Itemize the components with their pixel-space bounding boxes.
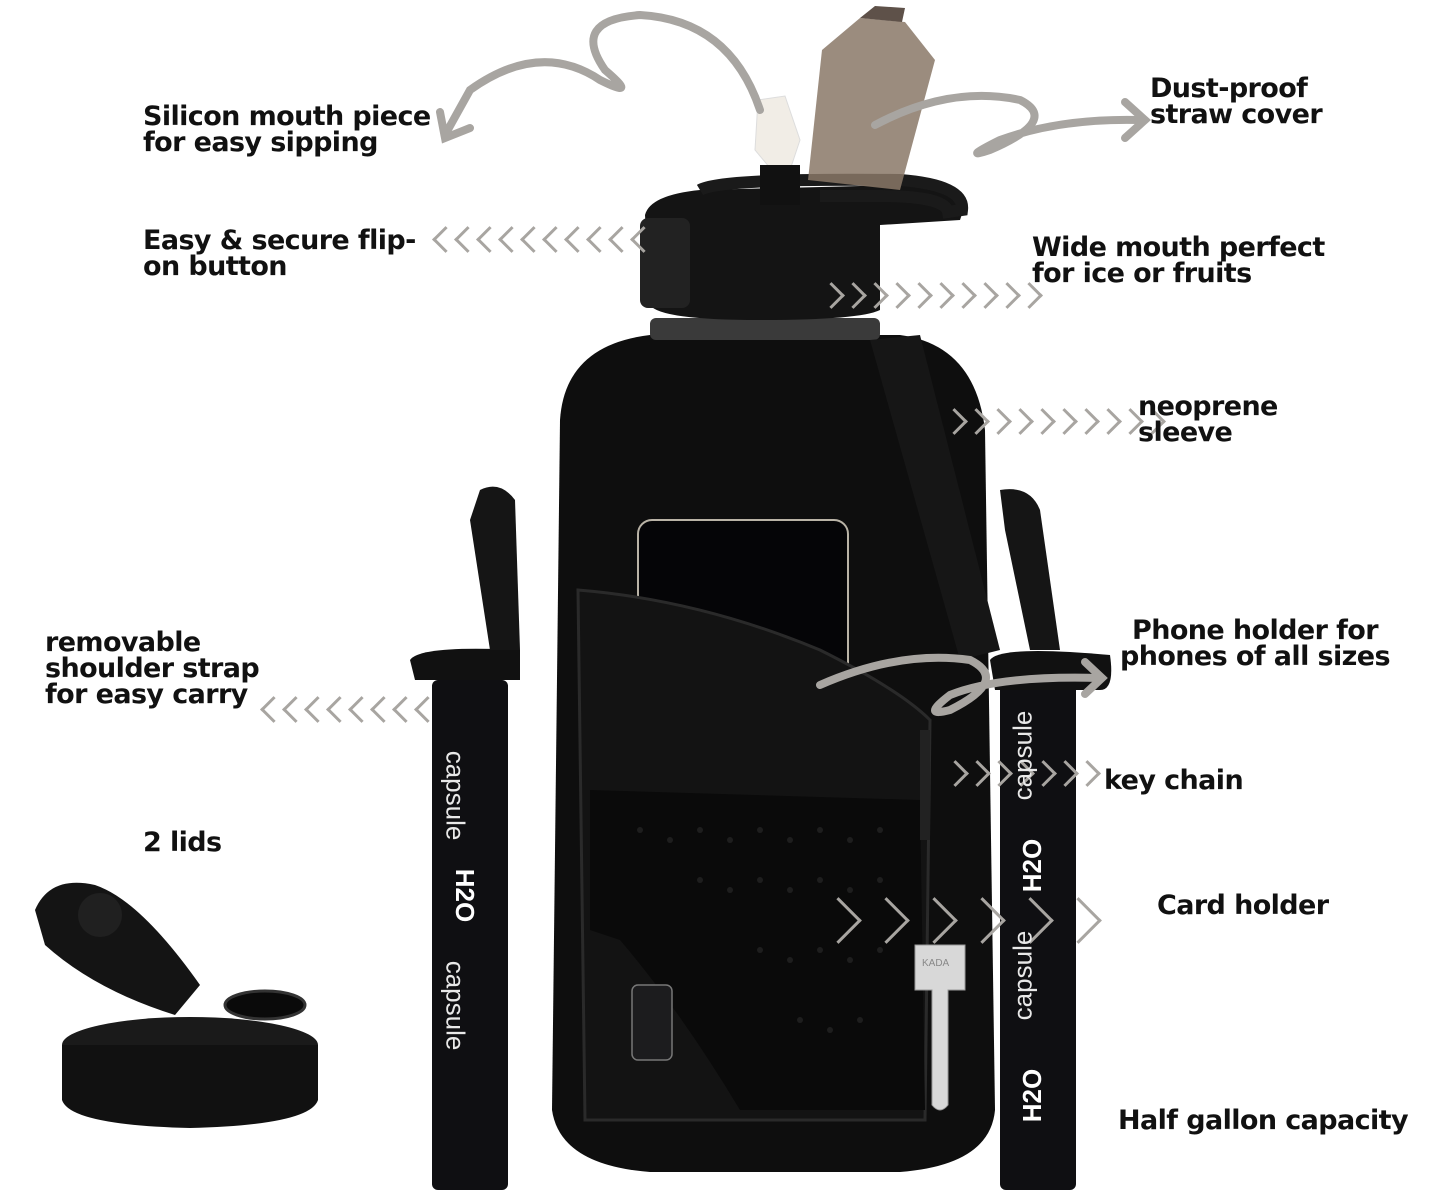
strap-left-brand: capsule H2O capsule	[440, 700, 500, 1170]
strap-chevrons	[256, 696, 432, 724]
callout-text: Half gallon capacity	[1118, 1105, 1409, 1136]
lid-base	[645, 185, 965, 320]
callout-text: phones of all sizes	[1120, 641, 1391, 672]
straw-cover-arrow	[871, 91, 1144, 158]
callout-text: Dust-proof	[1150, 73, 1308, 104]
callout-lids: 2 lids	[143, 827, 222, 858]
strap-text: capsule	[440, 960, 471, 1051]
callout-text: sleeve	[1138, 417, 1233, 448]
strap-left	[432, 680, 508, 1190]
neck-ring	[650, 318, 880, 340]
strap-text: capsule	[1007, 710, 1038, 801]
callout-text: Wide mouth perfect	[1032, 232, 1325, 263]
callout-text: for ice or fruits	[1032, 258, 1252, 289]
callout-text: neoprene	[1138, 391, 1278, 422]
straw-cover	[808, 18, 935, 190]
callout-mouthpiece: Silicon mouth piece for easy sipping	[143, 101, 431, 158]
callout-phone-holder: Phone holder for phones of all sizes	[1120, 615, 1391, 672]
callout-text: 2 lids	[143, 827, 222, 858]
mouthpiece-arrow	[441, 10, 764, 139]
callout-wide-mouth: Wide mouth perfect for ice or fruits	[1032, 232, 1325, 289]
callout-text: on button	[143, 251, 288, 282]
strap-logo: H2O	[450, 868, 481, 923]
callout-straw-cover: Dust-proof straw cover	[1150, 73, 1323, 130]
phone-holder-arrow	[816, 653, 1104, 717]
mesh-card-pocket	[590, 790, 925, 1110]
callout-sleeve: neoprene sleeve	[1138, 391, 1278, 448]
callout-strap: removable shoulder strap for easy carry	[45, 627, 260, 710]
callout-text: for easy carry	[45, 679, 248, 710]
clip-right-hook	[1000, 489, 1060, 650]
strap-logo: H2O	[1017, 838, 1048, 893]
callout-capacity: Half gallon capacity	[1118, 1105, 1409, 1136]
spare-lid-flap	[35, 882, 200, 1015]
key-stamp: KADA	[922, 958, 950, 969]
lid-handle	[696, 173, 969, 219]
callout-text: Silicon mouth piece	[143, 101, 431, 132]
flip-button-chevrons	[428, 226, 648, 254]
strap-text: capsule	[440, 750, 471, 841]
wide-mouth-chevrons	[822, 282, 1042, 310]
callout-text: straw cover	[1150, 99, 1323, 130]
callout-text: Card holder	[1157, 890, 1329, 921]
key-chain-strap	[920, 730, 930, 840]
phone-bottom	[631, 984, 673, 1061]
key	[914, 944, 966, 1111]
clip-left-hook	[470, 486, 520, 650]
shoulder-strap-top	[870, 335, 1000, 660]
callout-text: key chain	[1104, 765, 1244, 796]
callout-text: Easy & secure flip-	[143, 225, 416, 256]
spare-lid-body	[62, 1045, 318, 1128]
strap-text: capsule	[1007, 930, 1038, 1021]
callout-text: removable	[45, 627, 201, 658]
callout-text: for easy sipping	[143, 127, 378, 158]
callout-text: Phone holder for	[1132, 615, 1378, 646]
callout-text: shoulder strap	[45, 653, 260, 684]
callout-card-holder: Card holder	[1157, 890, 1329, 921]
callout-flip-button: Easy & secure flip- on button	[143, 225, 416, 282]
sleeve-chevrons	[945, 408, 1165, 436]
strap-logo: H2O	[1017, 1068, 1048, 1123]
clip-left	[410, 648, 520, 680]
callout-key-chain: key chain	[1104, 765, 1244, 796]
strap-right-brand: capsule H2O capsule H2O	[1007, 700, 1068, 1170]
